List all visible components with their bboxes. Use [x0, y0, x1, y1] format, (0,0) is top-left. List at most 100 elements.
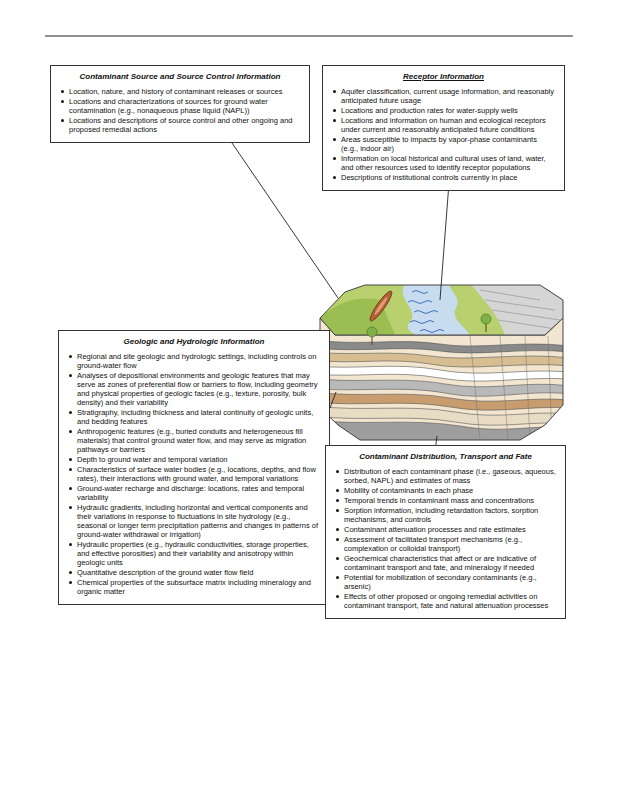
bullet-text: Distribution of each contaminant phase (… — [344, 467, 556, 485]
bullet-text: Descriptions of institutional controls c… — [341, 173, 517, 182]
bullet-item: Locations and descriptions of source con… — [60, 116, 300, 134]
bullet-item: Temporal trends in contaminant mass and … — [335, 496, 556, 505]
bullet-item: Locations and information on human and e… — [332, 116, 555, 134]
bullet-dot — [69, 487, 72, 490]
bullet-dot — [336, 595, 339, 598]
box-heading: Geologic and Hydrologic Information — [72, 337, 316, 347]
page-rule — [45, 36, 573, 37]
bullet-item: Mobility of contaminants in each phase — [335, 486, 556, 495]
bullet-item: Areas susceptible to impacts by vapor-ph… — [332, 135, 555, 153]
bullet-item: Descriptions of institutional controls c… — [332, 173, 555, 182]
block-top — [320, 284, 566, 345]
bullet-item: Hydraulic properties (e.g., hydraulic co… — [68, 540, 320, 567]
bullet-item: Sorption information, including retardat… — [335, 506, 556, 524]
bullet-item: Characteristics of surface water bodies … — [68, 465, 320, 483]
bullet-dot — [333, 109, 336, 112]
bullet-text: Contaminant attenuation processes and ra… — [344, 525, 526, 534]
bullet-text: Locations and production rates for water… — [341, 106, 518, 115]
bullet-item: Distribution of each contaminant phase (… — [335, 467, 556, 485]
bullet-item: Locations and production rates for water… — [332, 106, 555, 115]
bullet-text: Information on local historical and cult… — [341, 154, 546, 172]
bullet-dot — [336, 470, 339, 473]
bullet-item: Quantitative description of the ground w… — [68, 568, 320, 577]
bullet-text: Depth to ground water and temporal varia… — [77, 455, 228, 464]
bullet-text: Anthropogenic features (e.g., buried con… — [77, 427, 306, 454]
box-heading: Contaminant Distribution, Transport and … — [339, 452, 552, 462]
bullet-item: Geochemical characteristics that affect … — [335, 554, 556, 572]
bullet-dot — [336, 576, 339, 579]
bullet-dot — [333, 157, 336, 160]
bullet-text: Locations and information on human and e… — [341, 116, 546, 134]
bullet-text: Stratigraphy, including thickness and la… — [77, 408, 313, 426]
leader-line — [440, 191, 448, 300]
bullet-text: Regional and site geologic and hydrologi… — [77, 352, 316, 370]
bullet-dot — [61, 100, 64, 103]
box-heading: Receptor Information — [336, 72, 551, 82]
info-box: Contaminant Distribution, Transport and … — [325, 445, 566, 619]
bullet-dot — [69, 571, 72, 574]
bullet-item: Locations and characterizations of sourc… — [60, 97, 300, 115]
bullet-dot — [333, 90, 336, 93]
bullet-text: Assessment of facilitated transport mech… — [344, 535, 522, 553]
bullet-text: Effects of other proposed or ongoing rem… — [344, 592, 548, 610]
bullet-dot — [61, 119, 64, 122]
box-heading: Contaminant Source and Source Control In… — [64, 72, 296, 82]
bullet-text: Temporal trends in contaminant mass and … — [344, 496, 534, 505]
bullet-dot — [69, 374, 72, 377]
bullet-dot — [333, 119, 336, 122]
bullet-item: Anthropogenic features (e.g., buried con… — [68, 427, 320, 454]
bullet-dot — [336, 499, 339, 502]
bullet-dot — [69, 458, 72, 461]
bullet-dot — [336, 489, 339, 492]
bullet-item: Location, nature, and history of contami… — [60, 87, 300, 96]
bullet-text: Mobility of contaminants in each phase — [344, 486, 473, 495]
bullet-item: Hydraulic gradients, including horizonta… — [68, 503, 320, 539]
bullet-text: Aquifer classification, current usage in… — [341, 87, 554, 105]
leader-line — [436, 436, 437, 445]
bullet-item: Potential for mobilization of secondary … — [335, 573, 556, 591]
bullet-item: Effects of other proposed or ongoing rem… — [335, 592, 556, 610]
bullet-item: Analyses of depositional environments an… — [68, 371, 320, 407]
bullet-dot — [333, 138, 336, 141]
info-box: Geologic and Hydrologic InformationRegio… — [58, 330, 330, 605]
bullet-dot — [336, 538, 339, 541]
leader-line — [330, 392, 336, 408]
bullet-item: Stratigraphy, including thickness and la… — [68, 408, 320, 426]
bullet-dot — [333, 176, 336, 179]
bullet-text: Characteristics of surface water bodies … — [77, 465, 316, 483]
bullet-text: Location, nature, and history of contami… — [69, 87, 282, 96]
bullet-dot — [69, 506, 72, 509]
bullet-text: Areas susceptible to impacts by vapor-ph… — [341, 135, 537, 153]
bullet-item: Depth to ground water and temporal varia… — [68, 455, 320, 464]
bullet-item: Aquifer classification, current usage in… — [332, 87, 555, 105]
bullet-dot — [336, 509, 339, 512]
bullet-text: Potential for mobilization of secondary … — [344, 573, 537, 591]
bullet-text: Quantitative description of the ground w… — [77, 568, 253, 577]
bullet-item: Contaminant attenuation processes and ra… — [335, 525, 556, 534]
bullet-item: Information on local historical and cult… — [332, 154, 555, 172]
bullet-text: Geochemical characteristics that affect … — [344, 554, 536, 572]
bullet-text: Locations and characterizations of sourc… — [69, 97, 268, 115]
bullet-item: Chemical properties of the subsurface ma… — [68, 578, 320, 596]
bullet-dot — [61, 90, 64, 93]
bullet-item: Regional and site geologic and hydrologi… — [68, 352, 320, 370]
bullet-text: Locations and descriptions of source con… — [69, 116, 292, 134]
bullet-dot — [336, 557, 339, 560]
bullet-dot — [336, 528, 339, 531]
bullet-text: Hydraulic properties (e.g., hydraulic co… — [77, 540, 309, 567]
bullet-dot — [69, 468, 72, 471]
info-box: Contaminant Source and Source Control In… — [50, 65, 310, 143]
bullet-dot — [69, 411, 72, 414]
bullet-text: Hydraulic gradients, including horizonta… — [77, 503, 318, 539]
bullet-text: Sorption information, including retardat… — [344, 506, 538, 524]
bullet-item: Ground-water recharge and discharge: loc… — [68, 484, 320, 502]
bullet-dot — [69, 543, 72, 546]
block-front — [315, 318, 570, 445]
bullet-text: Chemical properties of the subsurface ma… — [77, 578, 311, 596]
bullet-dot — [69, 355, 72, 358]
bullet-text: Analyses of depositional environments an… — [77, 371, 318, 407]
bullet-dot — [69, 430, 72, 433]
info-box: Receptor InformationAquifer classificati… — [322, 65, 565, 191]
bullet-text: Ground-water recharge and discharge: loc… — [77, 484, 304, 502]
